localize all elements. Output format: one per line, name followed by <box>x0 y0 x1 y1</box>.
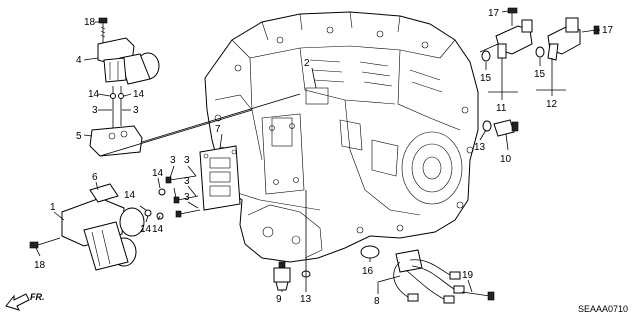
callout-3: 3 <box>184 192 190 203</box>
callout-15: 15 <box>534 69 546 80</box>
callout-16: 16 <box>362 266 374 277</box>
dowel-pin-icon <box>110 86 124 128</box>
callout-11: 11 <box>496 103 507 114</box>
catalog-code: SEAAA0710 <box>578 304 628 314</box>
callout-17: 17 <box>602 25 614 36</box>
bolt-icon <box>507 7 518 26</box>
wire-harness-icon <box>360 245 465 304</box>
callout-18: 18 <box>84 17 96 28</box>
callout-14: 14 <box>124 190 136 201</box>
speed-sensor-icon <box>495 19 533 59</box>
washer-icon <box>482 120 492 132</box>
leader-lines <box>35 10 600 294</box>
callout-1: 1 <box>50 202 56 213</box>
callout-13: 13 <box>474 142 486 153</box>
callout-13: 13 <box>300 294 312 305</box>
callout-17: 17 <box>488 8 500 19</box>
valve-body-plate-icon <box>89 125 143 157</box>
callout-7: 7 <box>215 124 221 135</box>
callout-19: 19 <box>462 270 474 281</box>
callout-14: 14 <box>133 89 145 100</box>
callout-14: 14 <box>88 89 100 100</box>
direction-label: FR. <box>30 292 45 302</box>
callout-14: 14 <box>152 224 164 235</box>
bolt-icon <box>165 175 201 218</box>
callout-12: 12 <box>546 99 558 110</box>
separator-plate-icon <box>199 145 241 211</box>
shift-solenoid-icon <box>97 37 160 85</box>
callout-labels: 18 4 14 14 3 3 5 2 7 3 3 14 3 14 3 14 14… <box>34 8 614 307</box>
callout-3: 3 <box>184 155 190 166</box>
callout-15: 15 <box>480 73 492 84</box>
bolt-icon <box>98 17 108 46</box>
callout-18: 18 <box>34 260 46 271</box>
callout-9: 9 <box>276 294 282 305</box>
callout-14: 14 <box>152 168 164 179</box>
callout-3: 3 <box>133 105 139 116</box>
callout-14: 14 <box>140 224 152 235</box>
bolt-icon <box>461 291 495 301</box>
callout-5: 5 <box>76 131 82 142</box>
pressure-switch-icon <box>273 261 291 291</box>
speed-sensor-icon <box>493 119 519 137</box>
callout-10: 10 <box>500 154 512 165</box>
callout-6: 6 <box>92 172 98 183</box>
speed-sensor-icon <box>547 17 581 61</box>
callout-2: 2 <box>304 58 310 69</box>
washer-icon <box>144 188 166 220</box>
solenoid-pair-icon <box>61 183 145 271</box>
callout-8: 8 <box>374 296 380 307</box>
bolt-icon <box>29 237 61 249</box>
callout-3: 3 <box>92 105 98 116</box>
fr-arrow-icon: FR. <box>5 292 45 311</box>
callout-4: 4 <box>76 55 82 66</box>
callout-3: 3 <box>170 155 176 166</box>
callout-3: 3 <box>184 176 190 187</box>
transmission-case-icon <box>204 11 479 263</box>
washer-icon <box>481 46 545 62</box>
